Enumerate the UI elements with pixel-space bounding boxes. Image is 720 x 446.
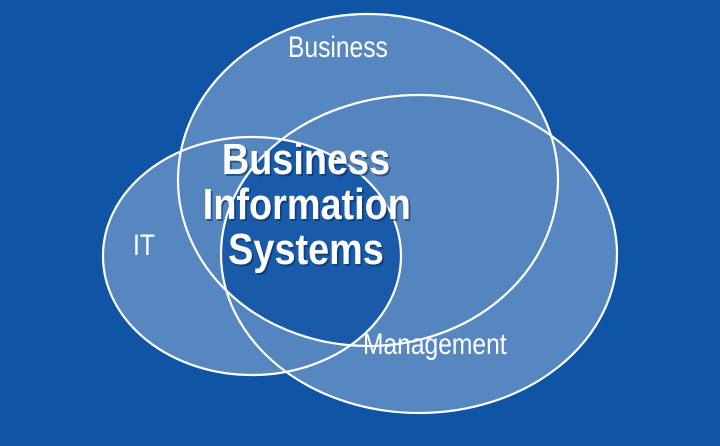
intersection-label: Business Information Systems — [186, 135, 426, 274]
set-label-business: Business — [288, 31, 388, 64]
set-management-outline — [219, 93, 619, 415]
intersection-line-1: Business — [221, 135, 391, 184]
set-label-it: IT — [133, 229, 155, 262]
venn-fills — [103, 14, 617, 413]
set-it-outline — [101, 135, 403, 377]
set-label-management: Management — [363, 328, 507, 361]
intersection-line-3: Systems — [228, 224, 384, 274]
intersection-line-2: Information — [202, 179, 411, 229]
set-business-outline — [176, 12, 560, 348]
overlap-all-three — [221, 137, 401, 346]
venn-outlines — [101, 12, 619, 415]
